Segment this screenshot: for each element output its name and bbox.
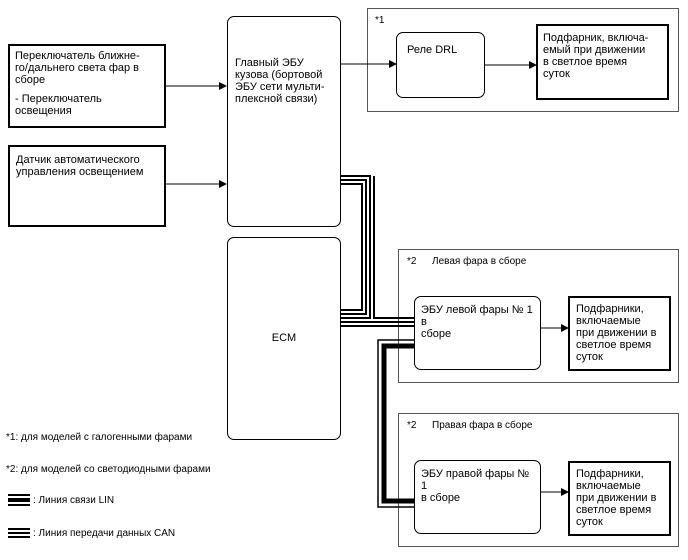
footnote-halogen: *1: для моделей с галогенными фарами <box>6 432 193 443</box>
drl-lamp-label: Подфарник, включа- емый при движении в с… <box>543 32 649 80</box>
legend-lin-symbol <box>8 494 30 506</box>
drl-relay-label: Реле DRL <box>407 44 458 56</box>
right-headlight-ecu-label: ЭБУ правой фары № 1 в сборе <box>421 468 530 504</box>
left-lamps-label: Подфарники, включаемые при движении в св… <box>576 303 657 363</box>
left-group-tag: *2 <box>407 256 417 267</box>
left-lamps-box: Подфарники, включаемые при движении в св… <box>568 296 671 371</box>
left-group-title: Левая фара в сборе <box>432 256 527 267</box>
legend-can-symbol <box>8 528 30 538</box>
left-headlight-ecu-label: ЭБУ левой фары № 1 в сборе <box>421 304 533 340</box>
headlight-switch-label: Переключатель ближне- го/дальнего света … <box>15 50 140 86</box>
auto-light-sensor-box: Датчик автоматического управления освеще… <box>8 145 166 227</box>
right-lamps-label: Подфарники, включаемые при движении в св… <box>576 468 657 528</box>
left-headlight-ecu: ЭБУ левой фары № 1 в сборе <box>414 296 541 370</box>
right-group-title: Правая фара в сборе <box>432 420 533 431</box>
ecm-module: ECM <box>227 237 341 440</box>
drl-relay: Реле DRL <box>396 32 485 98</box>
auto-light-sensor-label: Датчик автоматического управления освеще… <box>16 154 144 178</box>
footnote-led: *2: для моделей со светодиодными фарами <box>6 464 211 475</box>
can-bus-lines <box>341 175 414 327</box>
drl-lamp-box: Подфарник, включа- емый при движении в с… <box>536 24 669 100</box>
ecm-label: ECM <box>271 332 297 344</box>
main-body-ecu-label: Главный ЭБУ кузова (бортовой ЭБУ сети му… <box>235 57 325 105</box>
lin-bus-line <box>377 339 414 508</box>
main-body-ecu: Главный ЭБУ кузова (бортовой ЭБУ сети му… <box>227 16 341 227</box>
right-headlight-ecu: ЭБУ правой фары № 1 в сборе <box>414 460 541 534</box>
headlight-switch-box: Переключатель ближне- го/дальнего света … <box>8 44 166 128</box>
right-lamps-box: Подфарники, включаемые при движении в св… <box>568 461 671 536</box>
legend-lin-label: : Линия связи LIN <box>33 495 115 506</box>
group-1-tag: *1 <box>375 15 385 26</box>
right-group-tag: *2 <box>407 420 417 431</box>
light-switch-label: - Переключатель освещения <box>15 93 102 117</box>
legend-can-label: : Линия передачи данных CAN <box>33 528 176 539</box>
